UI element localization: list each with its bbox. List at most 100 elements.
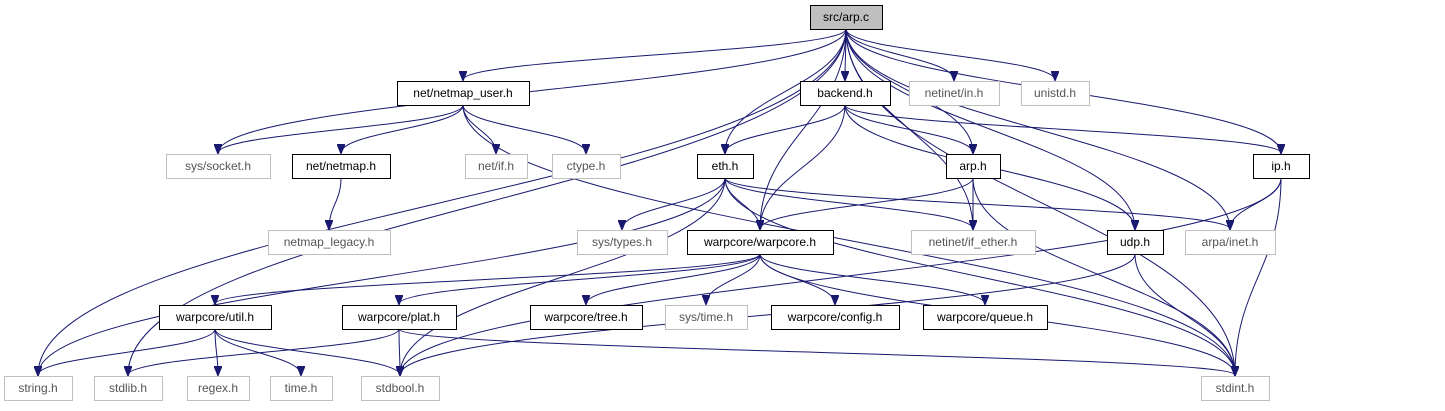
node-label: netmap_legacy.h xyxy=(284,235,375,249)
edge-warpcore-to-sys_time xyxy=(706,253,761,304)
node-box xyxy=(166,154,271,179)
node-box xyxy=(270,376,333,401)
node-box xyxy=(342,305,457,330)
node-box xyxy=(292,154,391,179)
node-tree[interactable]: warpcore/tree.h xyxy=(530,305,643,330)
edge-eth-to-string xyxy=(38,177,726,375)
node-label: ip.h xyxy=(1271,159,1290,173)
node-label: time.h xyxy=(285,381,318,395)
edge-arp_c-to-warpcore xyxy=(760,28,847,229)
node-time: time.h xyxy=(270,376,333,401)
edge-arp_h-to-warpcore xyxy=(760,177,974,229)
nodes-layer: src/arp.c net/netmap_user.h backend.h netin… xyxy=(4,5,1310,401)
node-box xyxy=(1021,81,1090,106)
edge-util-to-regex xyxy=(215,328,218,375)
node-label: sys/types.h xyxy=(592,235,652,249)
edge-plat-to-stdint xyxy=(398,328,1235,375)
node-backend[interactable]: backend.h xyxy=(800,81,891,106)
edge-warpcore-to-queue xyxy=(759,253,985,304)
node-arp-h[interactable]: arp.h xyxy=(946,154,1001,179)
node-sys-time: sys/time.h xyxy=(665,305,748,330)
node-ip[interactable]: ip.h xyxy=(1253,154,1310,179)
edge-netmap_user-to-net_netmap xyxy=(341,104,464,153)
edge-warpcore-to-plat xyxy=(399,253,761,304)
node-label: net/if.h xyxy=(478,159,514,173)
node-label: stdint.h xyxy=(1216,381,1255,395)
edge-plat-to-stdlib xyxy=(128,328,400,375)
edge-arp_c-to-udp xyxy=(845,28,1135,229)
node-string: string.h xyxy=(4,376,73,401)
edge-backend-to-warpcore xyxy=(760,104,846,229)
edge-arp_c-to-netmap_user xyxy=(463,28,847,80)
node-box xyxy=(552,154,621,179)
edge-backend-to-eth xyxy=(725,104,846,153)
node-label: warpcore/queue.h xyxy=(936,310,1033,324)
edge-util-to-stdbool xyxy=(214,328,400,375)
edge-netmap_user-to-stdint xyxy=(462,104,1235,375)
node-udp[interactable]: udp.h xyxy=(1107,230,1164,255)
node-box xyxy=(1185,230,1276,255)
node-box xyxy=(4,376,73,401)
edge-netmap_user-to-sys_socket xyxy=(218,104,464,153)
edge-ip-to-stdbool xyxy=(400,177,1282,375)
node-sys-types: sys/types.h xyxy=(577,230,668,255)
edge-util-to-string xyxy=(38,328,216,375)
node-box xyxy=(810,5,883,30)
edge-udp-to-stdbool xyxy=(400,253,1136,375)
edge-arp_c-to-sys_socket xyxy=(218,28,847,153)
node-queue[interactable]: warpcore/queue.h xyxy=(923,305,1048,330)
edge-eth-to-stdbool xyxy=(400,177,726,375)
edge-arp_c-to-arpa_inet xyxy=(845,28,1230,229)
edge-warpcore-to-util xyxy=(215,253,761,304)
node-box xyxy=(946,154,1001,179)
node-util[interactable]: warpcore/util.h xyxy=(159,305,272,330)
node-box xyxy=(697,154,754,179)
edge-backend-to-arp_h xyxy=(844,104,973,153)
edge-udp-to-stdint xyxy=(1134,253,1235,375)
node-box xyxy=(465,154,528,179)
node-box xyxy=(397,81,530,106)
node-box xyxy=(1253,154,1310,179)
node-label: warpcore/util.h xyxy=(175,310,254,324)
node-box xyxy=(665,305,748,330)
node-label: backend.h xyxy=(817,86,872,100)
node-box xyxy=(1201,376,1270,401)
node-label: arp.h xyxy=(959,159,986,173)
node-box xyxy=(530,305,643,330)
node-stdlib: stdlib.h xyxy=(94,376,163,401)
node-stdbool: stdbool.h xyxy=(361,376,440,401)
node-netmap-user[interactable]: net/netmap_user.h xyxy=(397,81,530,106)
edge-arp_c-to-eth xyxy=(725,28,847,153)
node-regex: regex.h xyxy=(187,376,250,401)
node-label: warpcore/config.h xyxy=(787,310,883,324)
node-label: netinet/in.h xyxy=(925,86,984,100)
node-label: warpcore/tree.h xyxy=(543,310,627,324)
node-warpcore[interactable]: warpcore/warpcore.h xyxy=(687,230,834,255)
node-net-netmap[interactable]: net/netmap.h xyxy=(292,154,391,179)
node-arp-c[interactable]: src/arp.c xyxy=(810,5,883,30)
node-box xyxy=(800,81,891,106)
edge-net_netmap-to-netmap_legacy xyxy=(329,177,342,229)
edge-eth-to-arpa_inet xyxy=(724,177,1230,229)
node-eth[interactable]: eth.h xyxy=(697,154,754,179)
node-plat[interactable]: warpcore/plat.h xyxy=(342,305,457,330)
edge-eth-to-warpcore xyxy=(724,177,760,229)
edge-warpcore-to-tree xyxy=(586,253,761,304)
edge-arp_c-to-string xyxy=(38,28,847,375)
node-label: ctype.h xyxy=(567,159,606,173)
node-label: warpcore/warpcore.h xyxy=(703,235,816,249)
node-box xyxy=(159,305,272,330)
node-label: stdbool.h xyxy=(376,381,425,395)
edge-eth-to-stdint xyxy=(724,177,1235,375)
node-if-ether: netinet/if_ether.h xyxy=(911,230,1036,255)
node-label: unistd.h xyxy=(1034,86,1076,100)
node-box xyxy=(268,230,391,255)
node-box xyxy=(911,230,1036,255)
node-label: stdlib.h xyxy=(109,381,147,395)
edge-arp_h-to-stdint xyxy=(972,177,1235,375)
node-label: udp.h xyxy=(1120,235,1150,249)
node-label: src/arp.c xyxy=(823,10,869,24)
edge-arp_c-to-netinet_in xyxy=(845,28,954,80)
node-config[interactable]: warpcore/config.h xyxy=(771,305,900,330)
